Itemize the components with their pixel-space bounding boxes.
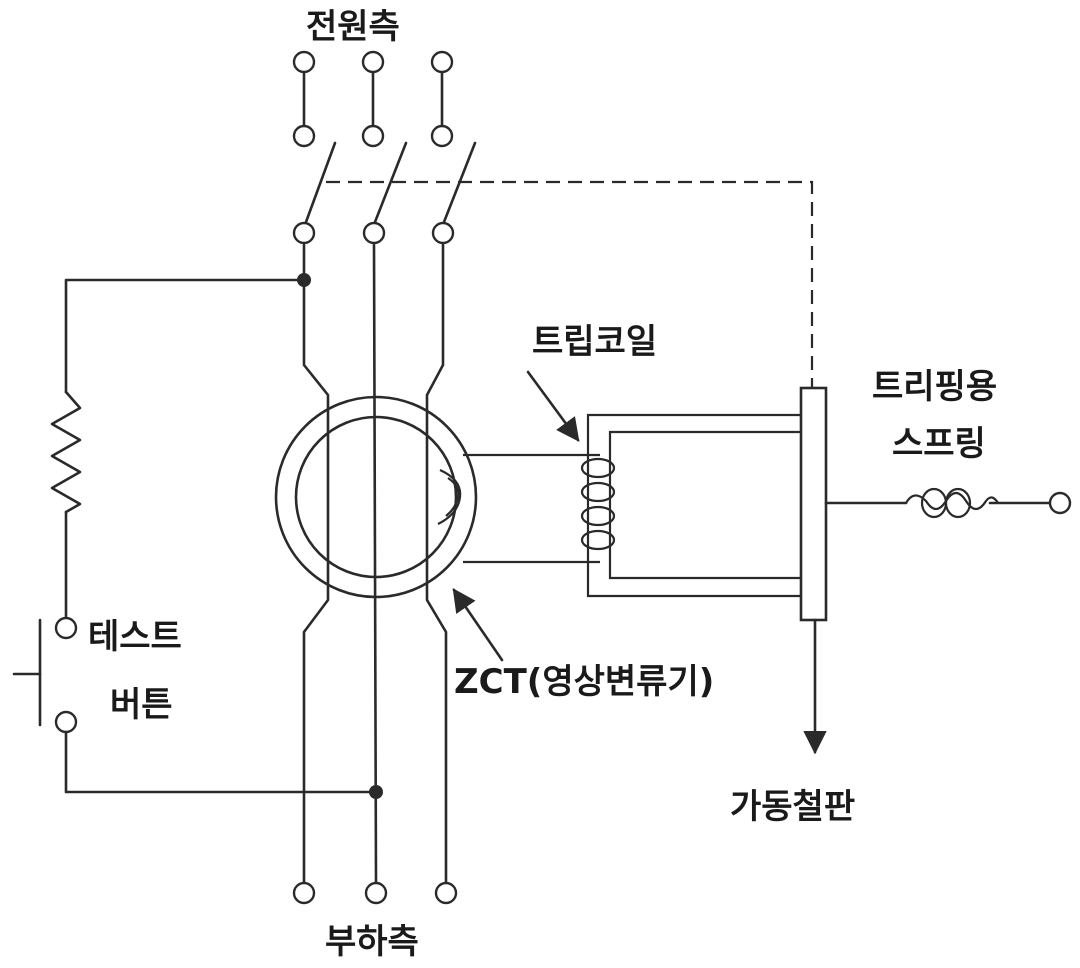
test-circuit xyxy=(50,273,383,799)
movable-iron-plate xyxy=(799,386,828,622)
trip-coil-label: 트립코일 xyxy=(532,322,658,362)
test-button-label-line2: 버튼 xyxy=(110,685,173,725)
trip-coil-pointer xyxy=(526,370,580,442)
phase-line-2 xyxy=(371,71,408,884)
load-side-label: 부하측 xyxy=(325,922,419,962)
trip-coil xyxy=(580,413,800,598)
phase-line-1 xyxy=(302,71,337,884)
junction-dot-lower xyxy=(369,785,383,799)
zct-ring xyxy=(274,395,478,599)
source-side-label: 전원측 xyxy=(306,7,400,47)
source-terminals xyxy=(292,50,455,245)
tripping-spring xyxy=(824,487,1072,519)
test-button-contact[interactable] xyxy=(12,618,42,727)
load-terminals xyxy=(292,881,458,905)
tripping-spring-label-line1: 트리핑용 xyxy=(872,367,998,407)
mechanical-linkage xyxy=(326,180,814,392)
test-resistor xyxy=(50,390,82,514)
movable-iron-plate-label: 가동철판 xyxy=(730,787,856,827)
zct-secondary-leads xyxy=(463,453,600,564)
test-button-label-line1: 테스트 xyxy=(88,617,182,657)
tripping-spring-label-line2: 스프링 xyxy=(892,424,986,464)
junction-dot-upper xyxy=(297,273,311,287)
zct-label: ZCT(영상변류기) xyxy=(454,662,715,702)
zct-pointer xyxy=(452,588,504,662)
